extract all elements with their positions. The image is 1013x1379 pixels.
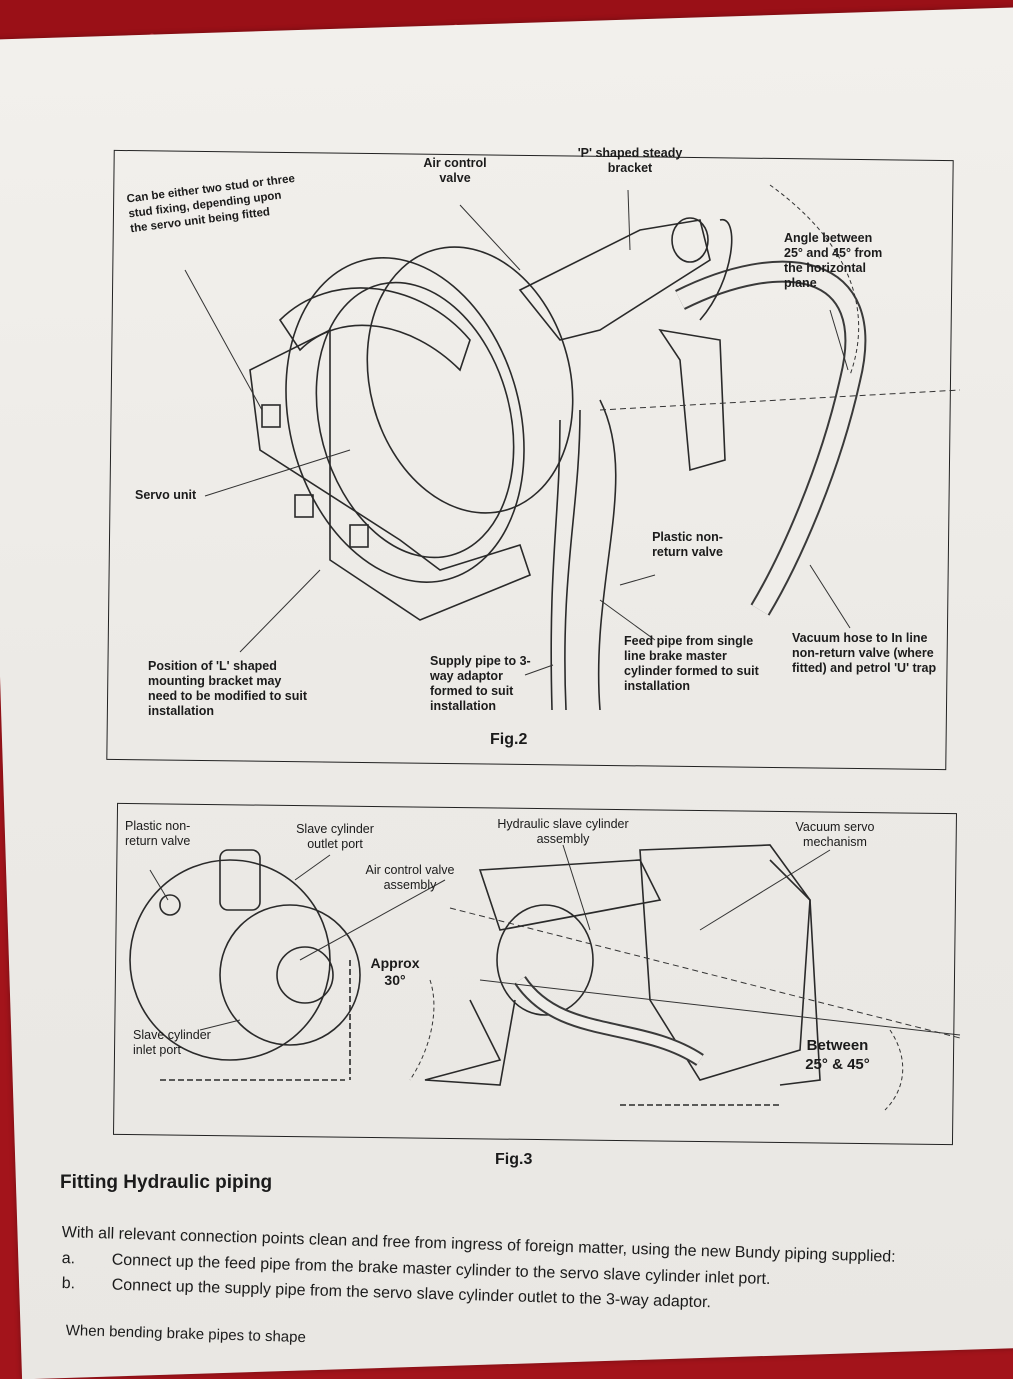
label-vacuum-hose: Vacuum hose to In line non-return valve … xyxy=(792,631,937,675)
label-fig3-plastic-nrv: Plastic non-return valve xyxy=(125,819,191,848)
document-page: Can be either two stud or three stud fix… xyxy=(60,146,961,1346)
air-hose xyxy=(699,219,733,321)
label-plastic-nrv: Plastic non-return valve xyxy=(652,530,723,559)
servo-body-rear xyxy=(366,246,574,514)
label-servo-unit: Servo unit xyxy=(135,488,197,502)
side-pipe-fill xyxy=(515,977,703,1065)
stud-3 xyxy=(349,524,369,548)
servo-unit-drawing xyxy=(249,217,867,711)
label-air-valve-assembly: Air control valve assembly xyxy=(365,863,455,892)
feed-pipe xyxy=(597,399,617,711)
label-hydraulic-slave: Hydraulic slave cylinder assembly xyxy=(497,817,629,846)
non-return-valve-dot xyxy=(159,894,181,916)
label-air-control-valve: Air control valve xyxy=(423,156,487,185)
servo-body-outer xyxy=(285,257,525,583)
side-flange xyxy=(496,904,594,1016)
slave-cylinder-end xyxy=(671,217,709,263)
side-servo-rim xyxy=(769,859,821,1086)
fig3-leader-lines xyxy=(149,844,961,1111)
step-b-marker: b. xyxy=(61,1275,76,1293)
fig3-caption: Fig.3 xyxy=(495,1151,533,1168)
figure-drawings xyxy=(129,184,961,1111)
label-between-angle: Between 25° & 45° xyxy=(805,1037,870,1073)
l-bracket-shape xyxy=(249,328,531,621)
section-heading: Fitting Hydraulic piping xyxy=(60,1172,273,1193)
step-a-marker: a. xyxy=(61,1250,76,1268)
slave-cylinder-body xyxy=(518,219,711,341)
side-slave-cylinder xyxy=(478,859,662,931)
label-vacuum-servo: Vacuum servo mechanism xyxy=(795,820,875,849)
label-slave-inlet: Slave cylinder inlet port xyxy=(133,1028,211,1057)
servo-body-inner xyxy=(315,281,515,559)
stud-2 xyxy=(294,494,314,518)
label-approx-30: Approx 30° xyxy=(370,955,420,988)
side-bracket-foot xyxy=(424,999,516,1086)
air-valve-front xyxy=(276,946,334,1004)
side-servo-body xyxy=(639,844,811,1081)
label-l-bracket: Position of 'L' shaped mounting bracket … xyxy=(148,659,308,718)
p-bracket xyxy=(658,328,726,472)
clamp-band xyxy=(278,287,471,372)
stud-1 xyxy=(261,404,281,428)
outlet-port xyxy=(219,849,261,911)
label-feed-pipe: Feed pipe from single line brake master … xyxy=(624,634,759,693)
supply-pipe xyxy=(550,419,561,711)
servo-front-view xyxy=(129,859,331,1061)
fig2-caption: Fig.2 xyxy=(490,731,528,748)
label-angle: Angle between 25° and 45° from the horiz… xyxy=(784,231,883,290)
label-slave-outlet: Slave cylinder outlet port xyxy=(296,822,374,851)
fig3-drawings xyxy=(129,844,821,1106)
fig2-leader-lines xyxy=(184,184,961,676)
supply-pipe-2 xyxy=(564,409,581,711)
label-supply-pipe: Supply pipe to 3-way adaptor formed to s… xyxy=(430,654,531,713)
fig3-panel xyxy=(113,802,957,1146)
slave-cylinder-front xyxy=(219,904,361,1046)
label-p-bracket: 'P' shaped steady bracket xyxy=(577,146,683,175)
